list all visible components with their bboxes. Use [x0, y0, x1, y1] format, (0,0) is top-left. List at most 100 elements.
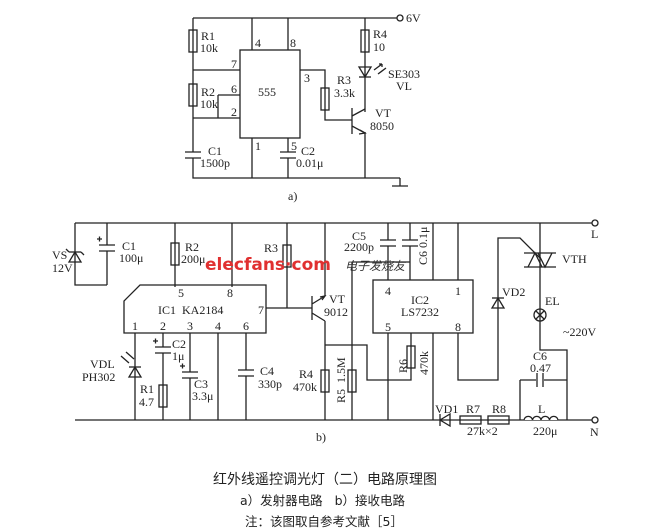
capacitor-c2b-plus-icon [153, 338, 158, 344]
ic2-label: IC2 [411, 293, 429, 307]
r4b-value: 470k [293, 380, 317, 394]
terminal-l-label: L [591, 227, 598, 241]
led-ref: VL [396, 79, 412, 93]
resistor-r8 [487, 415, 510, 425]
c2b-value: 1μ [172, 349, 184, 363]
pin-label: 5 [178, 286, 184, 300]
r1-value: 10k [200, 41, 218, 55]
capacitor-c1 [185, 151, 201, 159]
vd1-label: VD1 [435, 402, 458, 416]
capacitor-c6-gap [537, 372, 543, 388]
pin-label: 8 [290, 36, 296, 50]
pin-label: 3 [304, 71, 310, 85]
pin-label: 2 [160, 319, 166, 333]
pin-label: 8 [227, 286, 233, 300]
c1-label: C1 [208, 144, 222, 158]
vt-value: 8050 [370, 119, 394, 133]
c6-top-label: C6 0.1μ [416, 227, 430, 265]
vth-label: VTH [562, 252, 587, 266]
led-se303 [357, 66, 373, 79]
inductor-l [523, 415, 559, 421]
c1-value: 1500p [200, 156, 230, 170]
pin-label: 3 [187, 319, 193, 333]
capacitor-c4-gap [238, 370, 254, 376]
ic2-value: LS7232 [401, 305, 439, 319]
ic2-ls7232 [372, 279, 474, 334]
circuit-b-wires [74, 219, 599, 424]
c4-value: 330p [258, 377, 282, 391]
resistor-r3 [320, 87, 330, 111]
c1b-label: C1 [122, 239, 136, 253]
inductor-label: L [538, 402, 545, 416]
ic1-label: IC1 KA2184 [158, 303, 223, 317]
r6-value: 470k [417, 351, 431, 375]
pin-label: 1 [255, 139, 261, 153]
r2b-value: 200μ [181, 252, 205, 266]
ic-555-label: 555 [258, 85, 276, 99]
zener-bar-icon [65, 248, 85, 256]
resistor-r1b [158, 384, 168, 408]
capacitor-c2-gap [280, 152, 296, 158]
ic1-ka2184 [123, 284, 267, 334]
pin-label: 4 [385, 284, 391, 298]
capacitor-c1b-gap [99, 245, 115, 251]
light-receive-icon [120, 351, 135, 364]
vdl-value: PH302 [82, 370, 115, 384]
resistor-r3b [282, 244, 292, 268]
capacitor-c3 [182, 371, 198, 379]
pin-label: 2 [231, 105, 237, 119]
r7-r8-value: 27k×2 [467, 424, 498, 438]
r2b-label: R2 [185, 240, 199, 254]
c2b-label: C2 [172, 337, 186, 351]
pin-label: 6 [231, 82, 237, 96]
inductor-value: 220μ [533, 424, 557, 438]
resistor-r7 [459, 415, 482, 425]
pin-label: 5 [385, 320, 391, 334]
capacitor-c5 [380, 239, 396, 247]
resistor-r2 [188, 83, 198, 107]
r3-value: 3.3k [334, 86, 355, 100]
r2-value: 10k [200, 97, 218, 111]
resistor-r4 [360, 29, 370, 53]
capacitor-c3-gap [182, 372, 198, 378]
r6-label: R6 [396, 359, 410, 373]
pin-label: 8 [455, 320, 461, 334]
watermark-elecfans: elecfans·com [205, 255, 331, 275]
capacitor-c1-gap [185, 152, 201, 158]
capacitor-c6-0.1 [402, 239, 418, 247]
vt-b-label: VT [329, 292, 346, 306]
figure-title: 红外线遥控调光灯（二）电路原理图 [213, 472, 437, 488]
pin-label: 4 [255, 36, 261, 50]
pin-label: 7 [231, 57, 237, 71]
lamp-cross-icon [535, 310, 545, 320]
c3-value: 3.3μ [192, 389, 213, 403]
r4-label: R4 [373, 27, 387, 41]
watermark-cn: 电子发烧友 [345, 259, 407, 273]
capacitor-c6-0.1-gap [402, 240, 418, 246]
r1b-label: R1 [140, 382, 154, 396]
vd2-label: VD2 [502, 285, 525, 299]
terminal-l [591, 219, 599, 227]
terminal-n [591, 416, 599, 424]
c5-label: C5 [352, 229, 366, 243]
r2-label: R2 [201, 85, 215, 99]
r1b-value: 4.7 [139, 395, 154, 409]
capacitor-c4 [238, 369, 254, 377]
mains-label: ~220V [563, 325, 596, 339]
resistor-r1 [188, 29, 198, 53]
inductor-gap [524, 414, 558, 420]
c5-value: 2200p [344, 240, 374, 254]
pin-label: 6 [243, 319, 249, 333]
terminal-6v [396, 14, 404, 22]
c2-value: 0.01μ [296, 156, 323, 170]
c1b-value: 100μ [119, 251, 143, 265]
capacitor-c2 [280, 151, 296, 159]
capacitor-c1b-plus-icon [97, 236, 102, 242]
pin-label: 1 [132, 319, 138, 333]
vdl-label: VDL [90, 357, 115, 371]
terminal-n-label: N [590, 425, 599, 439]
c3-label: C3 [194, 377, 208, 391]
figure-note: 注：该图取自参考文献［5］ [245, 514, 403, 529]
r1-label: R1 [201, 29, 215, 43]
